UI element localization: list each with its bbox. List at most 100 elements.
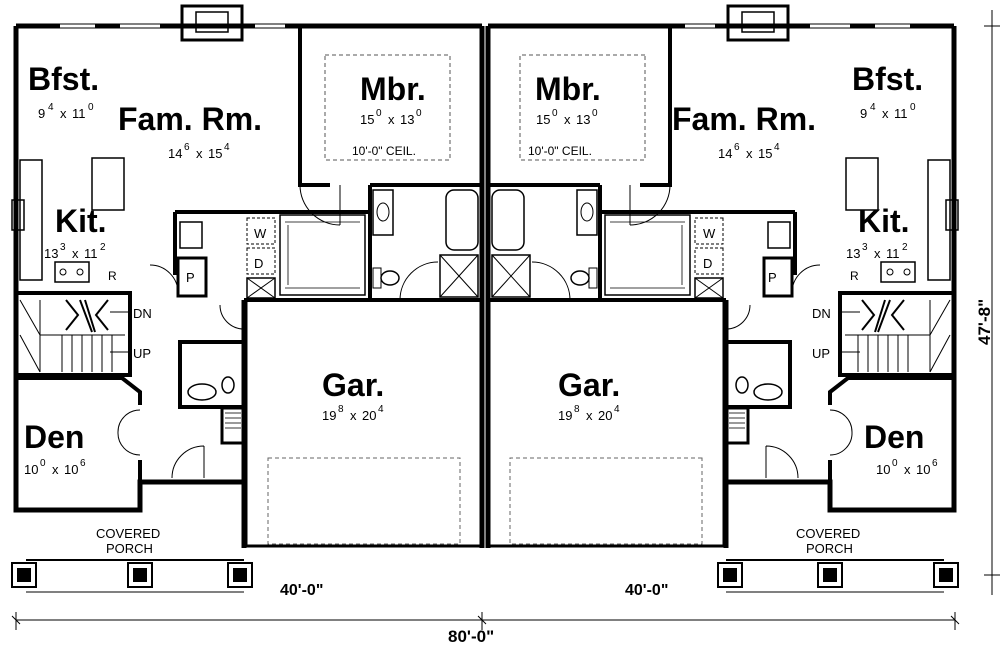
svg-text:4: 4 — [870, 102, 876, 113]
svg-text:x: x — [746, 146, 753, 161]
kitchen-counter — [19, 159, 43, 281]
svg-text:x: x — [52, 462, 59, 477]
room-dim-gar: 19 8 x 20 4 — [558, 404, 620, 423]
svg-text:11: 11 — [886, 246, 900, 261]
unit-width-right: 40'-0" — [625, 582, 668, 599]
svg-text:6: 6 — [184, 142, 190, 153]
room-name-fam: Fam. Rm. — [672, 101, 816, 137]
svg-text:15: 15 — [208, 146, 222, 161]
stair-walls — [16, 291, 132, 377]
room-name-mbr: Mbr. — [535, 71, 601, 107]
svg-text:15: 15 — [360, 112, 374, 127]
svg-text:11: 11 — [72, 106, 86, 121]
room-dim-mbr: 15 0 x 13 0 — [360, 108, 422, 127]
svg-text:19: 19 — [558, 408, 572, 423]
svg-text:3: 3 — [60, 242, 66, 253]
labels-right: Bfst. 9 4 x 11 0 Fam. Rm. 14 6 x 15 4 Mb… — [528, 61, 938, 599]
svg-text:x: x — [882, 106, 889, 121]
overall-depth: 47'-8" — [975, 299, 994, 345]
kitchen-island — [91, 157, 125, 211]
svg-text:4: 4 — [48, 102, 54, 113]
svg-text:0: 0 — [892, 458, 898, 469]
utility-sink — [179, 221, 203, 249]
svg-text:3: 3 — [862, 242, 868, 253]
svg-text:4: 4 — [224, 142, 230, 153]
svg-text:6: 6 — [734, 142, 740, 153]
overall-width: 80'-0" — [448, 627, 494, 646]
svg-text:4: 4 — [774, 142, 780, 153]
range-label: R — [108, 269, 117, 283]
svg-text:0: 0 — [376, 108, 382, 119]
svg-text:x: x — [350, 408, 357, 423]
svg-text:6: 6 — [932, 458, 938, 469]
room-name-kit: Kit. — [858, 203, 910, 239]
room-dim-bfst: 9 4 x 11 0 — [38, 102, 94, 121]
svg-text:x: x — [60, 106, 67, 121]
stairs-down-label: DN — [812, 306, 831, 321]
closet-walls — [173, 210, 372, 302]
dryer-label: D — [254, 256, 263, 271]
svg-text:9: 9 — [860, 106, 867, 121]
room-name-kit: Kit. — [55, 203, 107, 239]
labels-left: Bfst. 9 4 x 11 0 Fam. Rm. 14 6 x 15 4 Mb… — [24, 61, 426, 599]
dryer-label: D — [703, 256, 712, 271]
svg-text:13: 13 — [400, 112, 414, 127]
mbr-door-swing — [299, 184, 341, 226]
garage-entry-door — [219, 304, 245, 330]
pantry-label: P — [186, 270, 195, 285]
svg-text:9: 9 — [38, 106, 45, 121]
svg-text:0: 0 — [40, 458, 46, 469]
washer-label: W — [703, 226, 716, 241]
svg-text:10: 10 — [916, 462, 930, 477]
svg-text:11: 11 — [84, 246, 98, 261]
room-name-bfst: Bfst. — [28, 61, 99, 97]
room-dim-bfst: 9 4 x 11 0 — [860, 102, 916, 121]
walk-in-closet — [279, 214, 366, 296]
svg-text:0: 0 — [552, 108, 558, 119]
svg-text:2: 2 — [100, 242, 106, 253]
dimension-lines — [11, 10, 1000, 630]
pantry-label: P — [768, 270, 777, 285]
room-dim-den: 10 0 x 10 6 — [876, 458, 938, 477]
stairs-up-label: UP — [812, 346, 830, 361]
room-dim-gar: 19 8 x 20 4 — [322, 404, 384, 423]
stairs-down-label: DN — [133, 306, 152, 321]
pantry — [176, 256, 208, 298]
water-heater — [246, 277, 276, 299]
svg-text:10: 10 — [64, 462, 78, 477]
svg-text:14: 14 — [718, 146, 732, 161]
bath-door — [399, 261, 439, 301]
mbr-ceiling-outline — [324, 54, 451, 161]
range-label: R — [850, 269, 859, 283]
powder-room — [178, 340, 246, 409]
room-name-bfst: Bfst. — [852, 61, 923, 97]
svg-text:10: 10 — [24, 462, 38, 477]
room-dim-fam: 14 6 x 15 4 — [168, 142, 230, 161]
unit-width-left: 40'-0" — [280, 582, 323, 599]
kitchen-range — [54, 261, 90, 283]
room-name-mbr: Mbr. — [360, 71, 426, 107]
washer-label: W — [254, 226, 267, 241]
pantry-door — [149, 264, 179, 294]
svg-text:13: 13 — [846, 246, 860, 261]
svg-text:2: 2 — [902, 242, 908, 253]
svg-text:15: 15 — [758, 146, 772, 161]
sink — [376, 202, 390, 222]
room-dim-kit: 13 3 x 11 2 — [846, 242, 908, 261]
svg-text:13: 13 — [44, 246, 58, 261]
svg-text:0: 0 — [910, 102, 916, 113]
svg-text:0: 0 — [88, 102, 94, 113]
kitchen-sink — [11, 199, 25, 231]
svg-text:8: 8 — [338, 404, 344, 415]
unit-left — [11, 4, 484, 593]
svg-text:x: x — [564, 112, 571, 127]
svg-text:15: 15 — [536, 112, 550, 127]
svg-text:10: 10 — [876, 462, 890, 477]
porch-label-line2: PORCH — [106, 541, 153, 556]
svg-text:20: 20 — [598, 408, 612, 423]
dryer-box — [246, 247, 276, 275]
room-name-den: Den — [24, 419, 84, 455]
svg-text:x: x — [196, 146, 203, 161]
tub — [445, 189, 479, 251]
